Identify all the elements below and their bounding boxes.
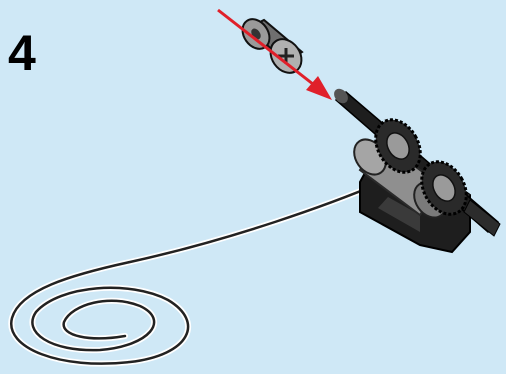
assembly-arrow-icon (218, 10, 332, 100)
cable-icon (11, 178, 392, 364)
bushing-icon (237, 14, 308, 79)
